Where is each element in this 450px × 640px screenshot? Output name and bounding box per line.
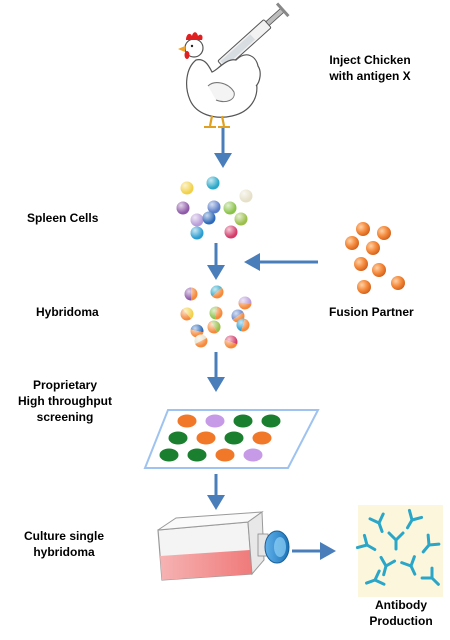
antibody-icon: [365, 569, 386, 586]
hybridoma-label: Hybridoma: [36, 305, 99, 319]
arrow-down-2: [207, 243, 225, 280]
fusion-partner-label: Fusion Partner: [329, 305, 414, 319]
arrow-down-1: [214, 128, 232, 168]
plate-well: [196, 431, 216, 445]
plate-well: [168, 431, 188, 445]
fusion-cell: [372, 263, 386, 277]
antibody-icon: [406, 508, 424, 530]
arrow-down-3: [207, 352, 225, 392]
fusion-partner-cells-icon: [345, 222, 405, 294]
culture-flask-icon: [157, 511, 290, 581]
plate-well: [233, 414, 253, 428]
fusion-cell: [345, 236, 359, 250]
antibody-icon: [421, 533, 441, 554]
plate-well: [205, 414, 225, 428]
spleen-cells-icon: [176, 176, 253, 240]
arrow-left-fusion: [244, 253, 318, 271]
antibody-icon: [387, 531, 405, 551]
antibody-icon: [420, 566, 440, 586]
chicken-with-syringe-icon: [178, 2, 290, 128]
plate-well: [224, 431, 244, 445]
fusion-cell: [356, 222, 370, 236]
antibody-production-label: Antibody Production: [369, 598, 433, 628]
hybridoma-cells-icon: [180, 285, 252, 349]
antibody-icon: [368, 512, 385, 533]
arrow-down-4: [207, 474, 225, 510]
fusion-cell: [391, 276, 405, 290]
arrow-right-antibody: [292, 542, 336, 560]
fusion-cell: [377, 226, 391, 240]
antibody-icon: [355, 533, 377, 551]
plate-well: [261, 414, 281, 428]
culture-label: Culture single hybridoma: [23, 529, 104, 559]
plate-well: [243, 448, 263, 462]
plate-well: [159, 448, 179, 462]
plate-well: [187, 448, 207, 462]
screening-label: Proprietary High throughput screening: [18, 378, 112, 424]
screening-plate-icon: [143, 409, 320, 469]
antibody-icon: [400, 555, 417, 576]
antibody-production-icon: [355, 505, 443, 597]
fusion-cell: [354, 257, 368, 271]
plate-well: [177, 414, 197, 428]
fusion-cell: [357, 280, 371, 294]
plate-well: [252, 431, 272, 445]
plate-well: [215, 448, 235, 462]
fusion-cell: [366, 241, 380, 255]
spleen-cells-label: Spleen Cells: [27, 211, 99, 225]
antibody-icon: [379, 555, 397, 577]
inject-chicken-label: Inject Chicken with antigen X: [329, 53, 411, 83]
